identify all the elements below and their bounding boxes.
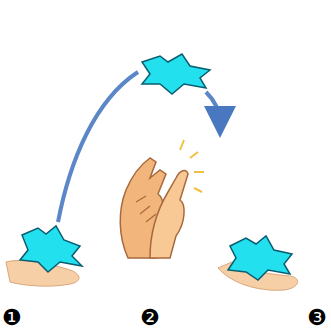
callout-number: ❸ [307,306,327,330]
scarf [20,226,82,272]
fall-arrow [206,92,220,122]
scarf [228,236,292,280]
callout-number: ❶ [2,306,22,330]
scarf [142,54,210,94]
callout-number: ❷ [140,306,160,330]
clapping-hands [120,140,204,258]
